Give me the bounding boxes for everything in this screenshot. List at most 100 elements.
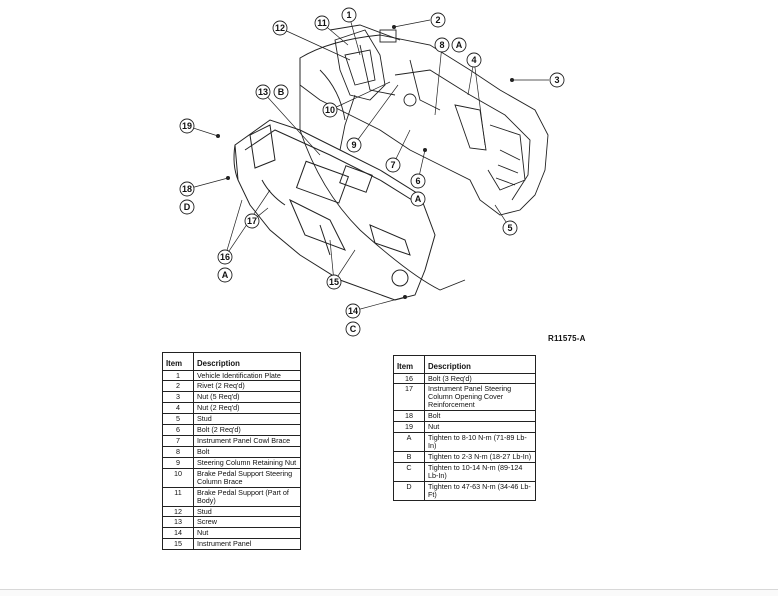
callout-4: 4: [466, 52, 482, 68]
item-number: 1: [162, 369, 194, 382]
svg-text:3: 3: [554, 75, 559, 85]
item-number: 6: [162, 424, 194, 437]
svg-text:5: 5: [507, 223, 512, 233]
svg-text:19: 19: [182, 121, 192, 131]
item-number: 13: [162, 516, 194, 529]
item-description: Bolt: [193, 446, 301, 458]
page-footer: [0, 589, 778, 596]
callout-torque-c-14: C: [345, 321, 361, 337]
torque-spec-letter: D: [393, 480, 425, 501]
item-description: Nut (2 Req'd): [193, 402, 301, 415]
svg-text:13: 13: [258, 87, 268, 97]
svg-text:A: A: [222, 270, 229, 280]
item-number: 15: [162, 538, 194, 551]
fastener-marks: [216, 25, 514, 299]
item-number: 19: [393, 421, 425, 434]
table-header-row: Item Description: [393, 355, 536, 374]
item-number: 8: [162, 446, 194, 458]
svg-text:C: C: [350, 324, 357, 334]
torque-spec-description: Tighten to 8-10 N-m (71-89 Lb-In): [424, 432, 536, 452]
svg-text:2: 2: [435, 15, 440, 25]
item-description: Rivet (2 Req'd): [193, 380, 301, 393]
item-number: 11: [162, 486, 194, 507]
item-number: 14: [162, 527, 194, 540]
item-number: 4: [162, 402, 194, 415]
svg-text:14: 14: [348, 306, 358, 316]
callout-torque-a-6: A: [410, 191, 426, 207]
callout-9: 9: [346, 137, 362, 153]
item-number: 12: [162, 505, 194, 518]
callout-11: 11: [314, 15, 330, 31]
svg-text:17: 17: [247, 216, 257, 226]
svg-text:D: D: [184, 202, 191, 212]
column-header-description: Description: [424, 355, 536, 374]
callout-6: 6: [410, 173, 426, 189]
callout-torque-a-8: A: [451, 37, 467, 53]
item-description: Bolt: [424, 410, 536, 423]
callout-13: 13: [255, 84, 271, 100]
torque-spec-description: Tighten to 10-14 N-m (89-124 Lb-In): [424, 461, 536, 482]
item-number: 18: [393, 410, 425, 423]
cowl-body-structure: [299, 24, 549, 291]
callout-15: 15: [326, 274, 342, 290]
callout-5: 5: [502, 220, 518, 236]
torque-spec-description: Tighten to 47-63 N-m (34-46 Lb-Ft): [424, 480, 536, 501]
item-number: 2: [162, 380, 194, 393]
item-description: Steering Column Retaining Nut: [193, 456, 301, 469]
callout-12: 12: [272, 20, 288, 36]
leader-lines: [186, 14, 549, 312]
column-header-item: Item: [393, 355, 425, 374]
instrument-panel: [233, 119, 436, 301]
svg-text:10: 10: [325, 105, 335, 115]
brake-pedal-support: [334, 29, 417, 151]
svg-text:4: 4: [471, 55, 476, 65]
exploded-assembly-diagram: 1 2 3 4 5 6 7 8 9 10 11 12 13 14 15 16 1…: [179, 7, 565, 337]
svg-text:15: 15: [329, 277, 339, 287]
item-description: Screw: [193, 516, 301, 529]
item-description: Vehicle Identification Plate: [193, 369, 301, 382]
svg-text:8: 8: [439, 40, 444, 50]
callout-17: 17: [244, 213, 260, 229]
item-description: Stud: [193, 413, 301, 426]
callouts: 1 2 3 4 5 6 7 8 9 10 11 12 13 14 15 16 1…: [179, 7, 565, 337]
callout-torque-d-18: D: [179, 199, 195, 215]
item-number: 16: [393, 372, 425, 385]
item-number: 10: [162, 467, 194, 488]
svg-text:9: 9: [351, 140, 356, 150]
item-number: 17: [393, 383, 425, 412]
item-description: Instrument Panel Cowl Brace: [193, 435, 301, 448]
item-description: Instrument Panel: [193, 538, 301, 551]
torque-spec-letter: B: [393, 450, 425, 463]
callout-16: 16: [217, 249, 233, 265]
item-description: Instrument Panel Steering Column Opening…: [424, 383, 536, 412]
column-header-description: Description: [193, 352, 301, 371]
callout-torque-b-13: B: [273, 84, 289, 100]
item-description: Nut (5 Req'd): [193, 391, 301, 404]
figure-reference-code: R11575-A: [548, 334, 586, 343]
callout-7: 7: [385, 157, 401, 173]
callout-3: 3: [549, 72, 565, 88]
svg-text:B: B: [278, 87, 285, 97]
item-description: Nut: [424, 421, 536, 434]
